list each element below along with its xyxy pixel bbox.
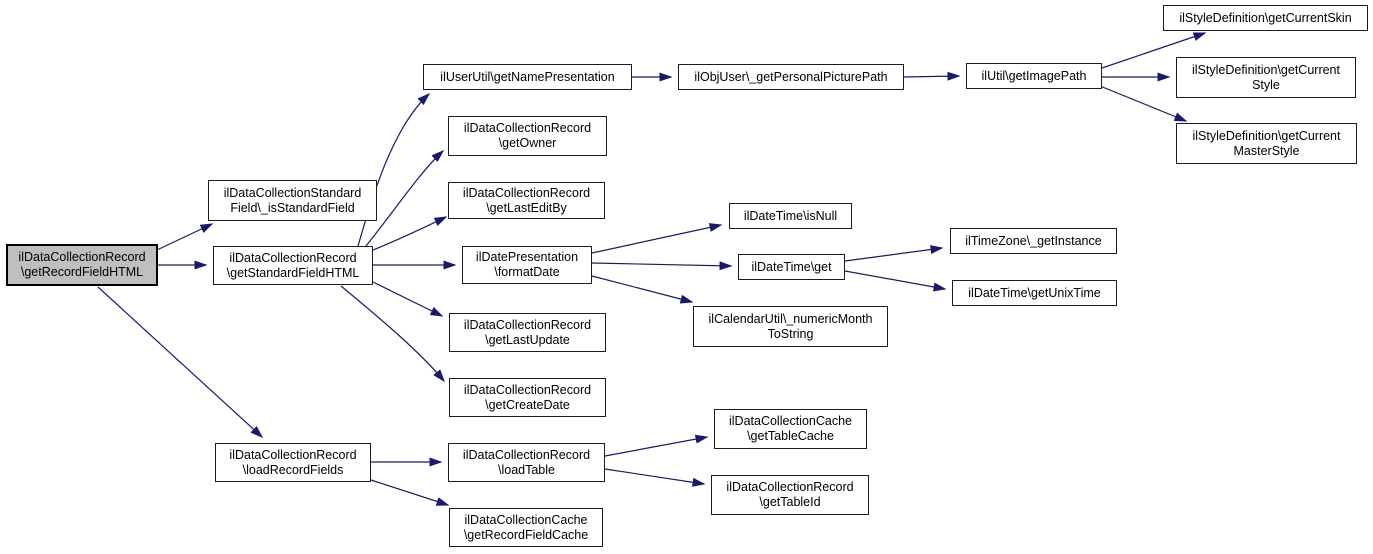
node-getCurrentSkin[interactable]: ilStyleDefinition\getCurrentSkin xyxy=(1163,5,1368,31)
node-label: \loadRecordFields xyxy=(242,462,344,477)
edge-dateTimeGet-getInstance xyxy=(844,245,944,262)
node-getLastEditBy[interactable]: ilDataCollectionRecord \getLastEditBy xyxy=(448,182,605,219)
edge-getImagePath-getCurrentSkin xyxy=(1101,32,1207,69)
node-label: ilDataCollectionCache xyxy=(729,414,852,428)
node-loadRecordFields[interactable]: ilDataCollectionRecord \loadRecordFields xyxy=(215,443,371,482)
node-getRecordFieldHTML[interactable]: ilDataCollectionRecord \getRecordFieldHT… xyxy=(6,244,158,286)
node-label: ilDataCollectionCache xyxy=(464,512,588,527)
edge-loadTable-getTableCache xyxy=(604,434,709,457)
node-label: ilDataCollectionRecord xyxy=(462,185,591,200)
node-getRecordFieldCache[interactable]: ilDataCollectionCache \getRecordFieldCac… xyxy=(449,508,603,547)
node-label: ilObjUser\_getPersonalPicturePath xyxy=(694,69,888,84)
node-label: MasterStyle xyxy=(1233,143,1300,158)
node-label: Field\_isStandardField xyxy=(230,200,355,215)
node-label: \getStandardFieldHTML xyxy=(226,265,360,280)
node-label: \getTableId xyxy=(759,495,821,509)
node-label: ilStyleDefinition\getCurrent xyxy=(1192,128,1341,143)
node-label: ilDatePresentation xyxy=(475,250,579,264)
node-getStandardFieldHTML[interactable]: ilDataCollectionRecord \getStandardField… xyxy=(213,246,373,285)
node-getTableId[interactable]: ilDataCollectionRecord \getTableId xyxy=(711,475,869,515)
node-label: ToString xyxy=(767,326,814,341)
node-label: \getRecordFieldHTML xyxy=(20,265,144,279)
edge-formatDate-numericMonthToString xyxy=(591,275,694,304)
edge-getStandardFieldHTML-getLastEditBy xyxy=(372,216,448,251)
node-label: ilDateTime\isNull xyxy=(743,208,838,223)
node-getPersonalPicturePath[interactable]: ilObjUser\_getPersonalPicturePath xyxy=(678,64,904,90)
node-getCurrentMasterStyle[interactable]: ilStyleDefinition\getCurrent MasterStyle xyxy=(1176,123,1357,164)
edge-loadRecordFields-getRecordFieldCache xyxy=(370,479,450,506)
node-getInstance[interactable]: ilTimeZone\_getInstance xyxy=(950,228,1117,254)
node-label: ilDataCollectionRecord xyxy=(18,250,146,264)
edge-getStandardFieldHTML-getCreateDate xyxy=(340,285,445,383)
node-label: \getLastUpdate xyxy=(485,332,570,347)
node-getCreateDate[interactable]: ilDataCollectionRecord \getCreateDate xyxy=(449,378,606,417)
node-label: ilDataCollectionRecord xyxy=(463,317,592,332)
node-isNull[interactable]: ilDateTime\isNull xyxy=(729,203,852,229)
edge-getRecordFieldHTML-isStandardField xyxy=(156,223,214,251)
edge-getRecordFieldHTML-loadRecordFields xyxy=(97,286,264,439)
node-label: ilDataCollectionRecord xyxy=(229,447,357,462)
node-formatDate[interactable]: ilDatePresentation \formatDate xyxy=(462,246,592,284)
node-getTableCache[interactable]: ilDataCollectionCache \getTableCache xyxy=(714,409,867,449)
edge-dateTimeGet-getUnixTime xyxy=(844,270,947,292)
node-label: \getOwner xyxy=(498,136,557,150)
edge-getStandardFieldHTML-getNamePresentation xyxy=(357,92,431,247)
node-label: ilDataCollectionRecord xyxy=(462,447,591,462)
node-getNamePresentation[interactable]: ilUserUtil\getNamePresentation xyxy=(423,64,632,90)
node-label: ilUserUtil\getNamePresentation xyxy=(440,69,615,84)
node-numericMonthToString[interactable]: ilCalendarUtil\_numericMonth ToString xyxy=(693,306,888,347)
edge-formatDate-isNull xyxy=(591,223,723,254)
node-label: ilTimeZone\_getInstance xyxy=(965,233,1102,248)
node-getImagePath[interactable]: ilUtil\getImagePath xyxy=(966,63,1102,89)
node-label: ilDateTime\get xyxy=(751,259,832,274)
node-label: \getLastEditBy xyxy=(486,200,567,215)
node-loadTable[interactable]: ilDataCollectionRecord \loadTable xyxy=(448,443,605,482)
node-label: ilDataCollectionRecord xyxy=(463,121,592,135)
node-label: \getCreateDate xyxy=(485,397,570,412)
node-label: ilCalendarUtil\_numericMonth xyxy=(708,311,873,326)
node-label: ilUtil\getImagePath xyxy=(981,68,1087,83)
node-dateTimeGet[interactable]: ilDateTime\get xyxy=(738,254,845,280)
node-label: \getTableCache xyxy=(747,429,834,443)
node-label: ilDataCollectionStandard xyxy=(223,185,362,200)
edge-getImagePath-getCurrentMasterStyle xyxy=(1099,85,1188,122)
node-label: ilStyleDefinition\getCurrent xyxy=(1192,62,1340,77)
node-label: Style xyxy=(1252,77,1280,92)
node-getCurrentStyle[interactable]: ilStyleDefinition\getCurrent Style xyxy=(1176,57,1356,98)
node-getUnixTime[interactable]: ilDateTime\getUnixTime xyxy=(952,280,1117,306)
edge-formatDate-dateTimeGet xyxy=(591,261,733,271)
edge-loadTable-getTableId xyxy=(604,468,706,487)
node-label: ilDataCollectionRecord xyxy=(229,250,357,265)
node-getOwner[interactable]: ilDataCollectionRecord \getOwner xyxy=(448,116,607,156)
node-label: \formatDate xyxy=(494,265,560,279)
node-label: ilDataCollectionRecord xyxy=(463,382,592,397)
node-label: ilDateTime\getUnixTime xyxy=(968,285,1101,300)
node-isStandardField[interactable]: ilDataCollectionStandard Field\_isStanda… xyxy=(208,180,377,221)
edge-getStandardFieldHTML-getLastUpdate xyxy=(372,281,444,317)
node-getLastUpdate[interactable]: ilDataCollectionRecord \getLastUpdate xyxy=(449,313,606,352)
node-label: ilStyleDefinition\getCurrentSkin xyxy=(1179,10,1352,25)
edge-getPersonalPicturePath-getImagePath xyxy=(903,71,961,81)
node-label: \getRecordFieldCache xyxy=(463,527,589,542)
edge-getStandardFieldHTML-getOwner xyxy=(365,149,445,247)
node-label: ilDataCollectionRecord xyxy=(726,480,854,494)
node-label: \loadTable xyxy=(498,462,555,477)
